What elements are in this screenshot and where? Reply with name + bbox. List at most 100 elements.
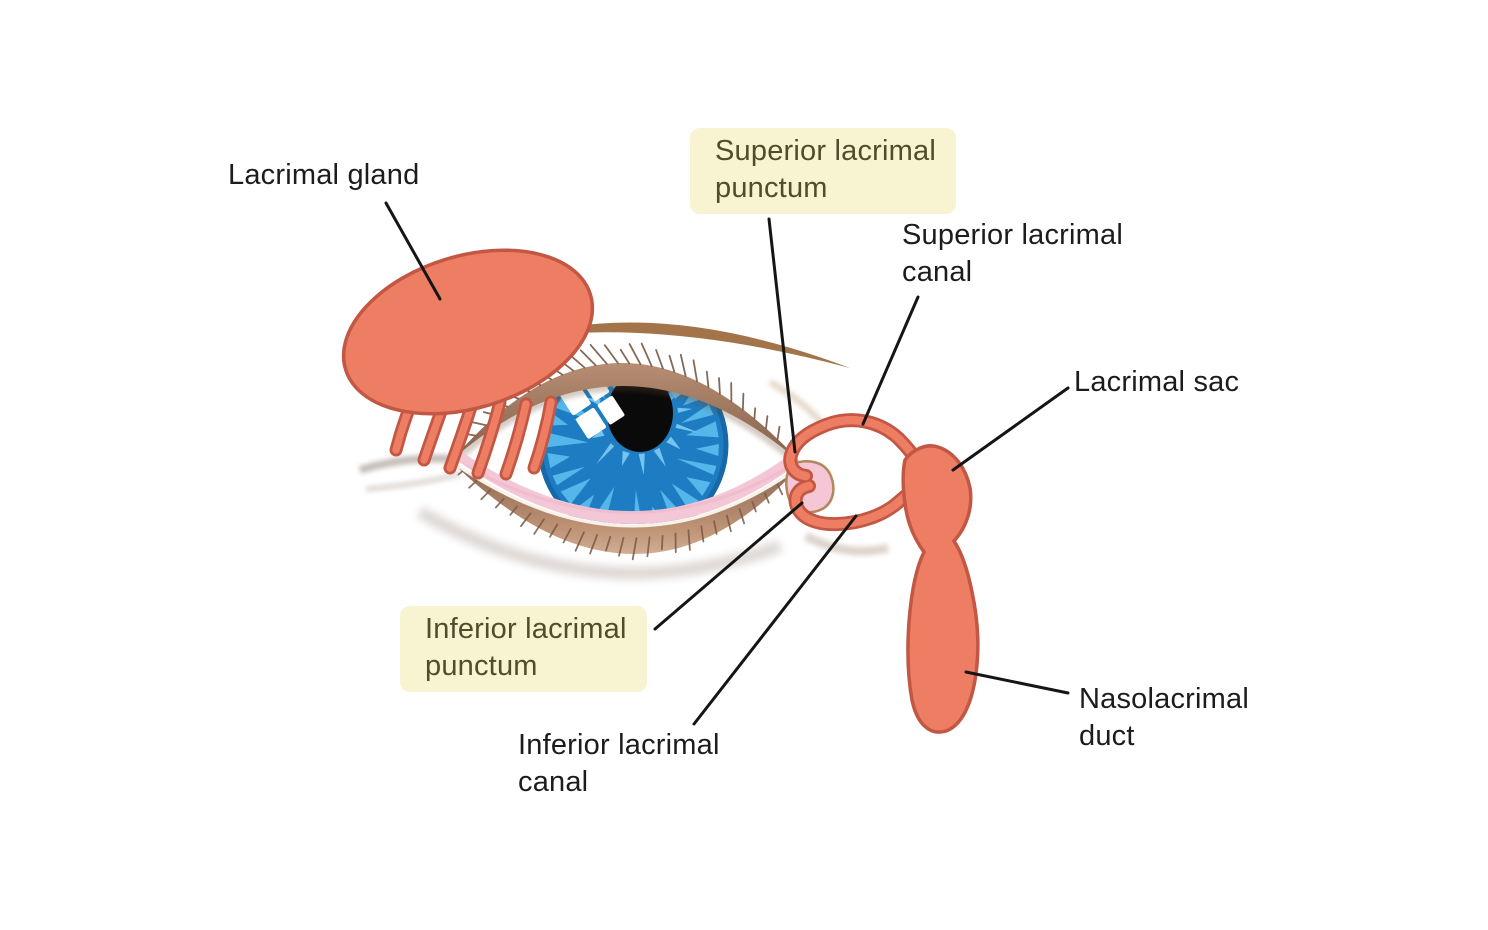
eyelash bbox=[764, 492, 770, 504]
label-lacrimal-sac: Lacrimal sac bbox=[1074, 366, 1240, 398]
eyelash bbox=[646, 536, 651, 558]
eyelash bbox=[776, 483, 784, 496]
eyelash bbox=[574, 531, 585, 552]
iris-streak bbox=[681, 404, 714, 424]
iris-streak bbox=[638, 453, 645, 475]
eyelash bbox=[687, 529, 691, 551]
inferior-lacrimal-canal-shape bbox=[791, 481, 918, 529]
lower-eyelashes bbox=[457, 469, 796, 561]
label-line: Superior lacrimal bbox=[715, 135, 936, 167]
iris-streak bbox=[592, 429, 605, 439]
iris-streak bbox=[675, 423, 700, 434]
eyelash bbox=[533, 518, 545, 535]
iris-streak bbox=[686, 421, 719, 438]
eyelid-crease bbox=[520, 322, 850, 368]
label-inferior-lacrimal-canal: Inferior lacrimal canal bbox=[518, 727, 720, 801]
leader-line-lacrimal-sac bbox=[951, 386, 1070, 472]
eyelash bbox=[589, 343, 608, 365]
eyelash bbox=[509, 505, 518, 516]
leader-line-superior-canal bbox=[861, 295, 920, 426]
iris-streak bbox=[547, 453, 571, 469]
leader-lines bbox=[384, 201, 1070, 726]
iris-streak bbox=[686, 477, 711, 496]
iris-streak bbox=[695, 444, 719, 456]
eyelash bbox=[520, 512, 532, 527]
eyelash bbox=[705, 370, 710, 388]
eyelash bbox=[603, 344, 619, 364]
label-line: punctum bbox=[715, 172, 828, 204]
iris-streak bbox=[677, 407, 693, 413]
reflection-pane bbox=[597, 395, 625, 425]
eyelash bbox=[470, 421, 487, 427]
reflection-pane bbox=[575, 407, 606, 439]
lacrimal-canals bbox=[783, 413, 925, 532]
outer-corner-shadow-2 bbox=[365, 471, 461, 492]
eyelash bbox=[628, 343, 642, 366]
conjunctiva-edge bbox=[454, 458, 798, 514]
leader-line-inferior-canal bbox=[692, 514, 858, 726]
eyelash bbox=[713, 520, 718, 535]
label-line: duct bbox=[1079, 720, 1135, 752]
eyelash bbox=[457, 469, 464, 476]
eyelash bbox=[753, 407, 757, 420]
eyelash bbox=[765, 415, 769, 430]
eyelash bbox=[605, 535, 612, 552]
iris-streak bbox=[666, 436, 681, 450]
iris-streak bbox=[622, 450, 630, 466]
eyelash bbox=[718, 377, 721, 395]
eyelash bbox=[549, 523, 559, 538]
leader-line-inferior-punctum bbox=[653, 501, 804, 631]
label-inferior-lacrimal-punctum: Inferior lacrimal punctum bbox=[400, 606, 647, 692]
eyelash bbox=[618, 536, 625, 557]
iris-streak bbox=[676, 458, 717, 475]
leader-line-lacrimal-gland bbox=[384, 201, 442, 301]
lacrimal-gland-group bbox=[341, 248, 595, 481]
iris-streak bbox=[596, 443, 615, 465]
lower-eyelid-band bbox=[452, 462, 800, 555]
eyelash bbox=[619, 348, 630, 365]
iris-streak bbox=[547, 432, 589, 448]
label-line: Superior lacrimal bbox=[902, 219, 1123, 251]
lacrimal-sac-and-nasolacrimal-duct bbox=[901, 444, 980, 734]
eyelash bbox=[579, 349, 597, 367]
inner-corner-shadow bbox=[803, 532, 890, 556]
eyelash bbox=[589, 534, 598, 555]
eyelash bbox=[562, 527, 572, 544]
label-nasolacrimal-duct: Nasolacrimal duct bbox=[1079, 681, 1249, 755]
upper-eyelid-band bbox=[454, 362, 800, 462]
label-lacrimal-gland: Lacrimal gland bbox=[228, 159, 420, 191]
eyelash bbox=[692, 359, 698, 383]
label-superior-lacrimal-canal: Superior lacrimal canal bbox=[902, 217, 1123, 291]
label-line: canal bbox=[518, 766, 589, 798]
label-line: Inferior lacrimal bbox=[425, 613, 627, 645]
eyelash bbox=[738, 508, 745, 525]
iris-streak bbox=[560, 478, 591, 505]
eyelash bbox=[726, 514, 732, 533]
eyelash bbox=[751, 500, 757, 513]
leader-line-nasolacrimal-duct bbox=[964, 670, 1070, 695]
eyelash bbox=[468, 479, 478, 489]
label-superior-lacrimal-punctum: Superior lacrimal punctum bbox=[690, 128, 956, 214]
label-line: Inferior lacrimal bbox=[518, 729, 720, 761]
eyelash bbox=[494, 497, 505, 509]
label-line: canal bbox=[902, 256, 973, 288]
lacrimal-gland-shape bbox=[341, 248, 595, 416]
eyelash bbox=[640, 342, 653, 367]
label-line: Nasolacrimal bbox=[1079, 683, 1249, 715]
eyelash bbox=[742, 392, 745, 411]
superior-lacrimal-canal-shape bbox=[786, 415, 923, 481]
leader-line-superior-punctum bbox=[767, 217, 797, 454]
eyelash bbox=[679, 353, 687, 377]
under-eye-shadow bbox=[416, 506, 783, 580]
eyelash bbox=[480, 489, 492, 501]
iris-streak bbox=[653, 447, 666, 467]
eyelash bbox=[700, 525, 705, 543]
eyelash bbox=[655, 349, 664, 370]
label-line: punctum bbox=[425, 650, 538, 682]
eyelash bbox=[571, 355, 586, 369]
outer-corner-shadow bbox=[358, 454, 453, 474]
lower-lid-margin bbox=[451, 460, 801, 528]
skin-shadows bbox=[358, 378, 890, 580]
